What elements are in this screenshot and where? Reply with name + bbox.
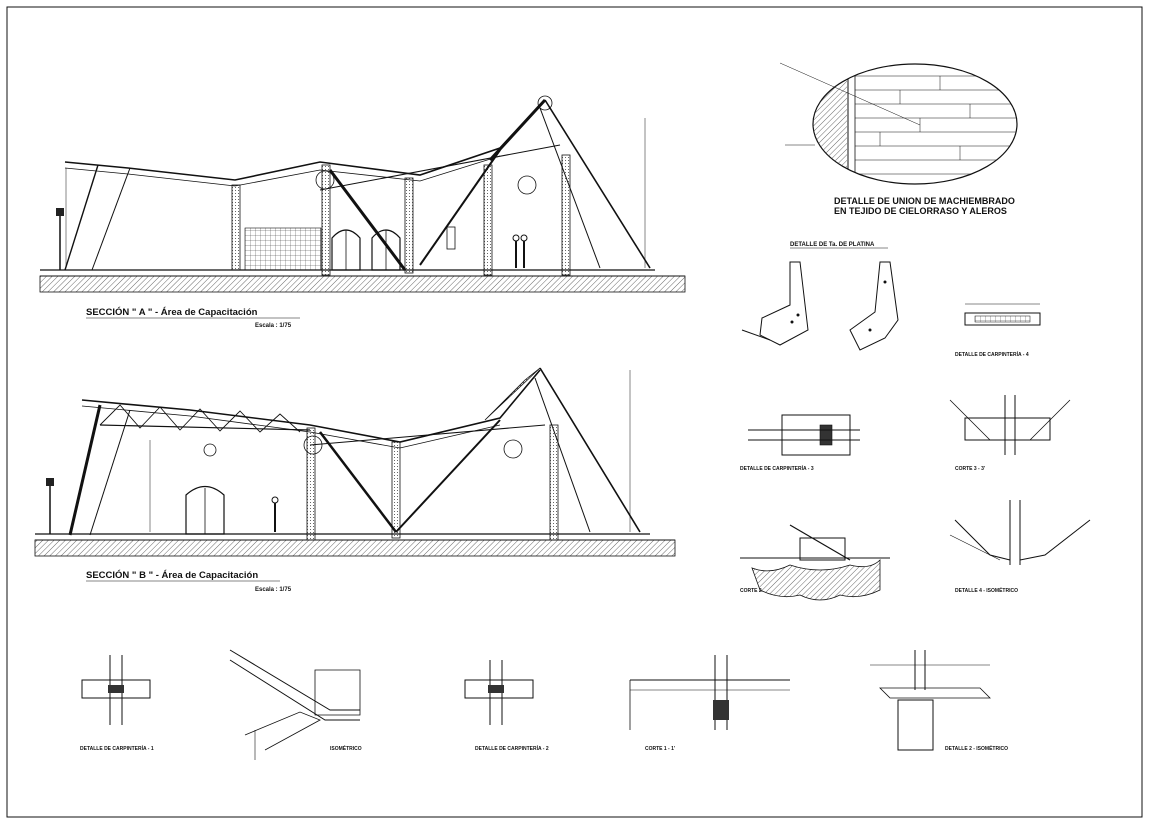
platina-drawings [741,261,899,351]
carpentry-3-detail [748,414,860,456]
section-3-detail [949,395,1071,455]
sheet-border [6,6,1143,818]
carpentry-2-title: DETALLE DE CARPINTERÍA - 2 [475,744,549,752]
isometric-detail [229,649,361,760]
isometric-4-detail [949,500,1091,565]
section-a-scale: Escala : 1/75 [255,323,292,329]
ceiling-detail-title-line1: DETALLE DE UNION DE MACHIEMBRADO [834,196,1015,206]
section-a-title: SECCIÓN " A " - Área de Capacitación [86,306,258,318]
carpentry-4-detail [964,303,1041,326]
section-2-detail [740,524,890,601]
section-1-title: CORTE 1 - 1' [645,746,675,752]
section-2-title: CORTE 2 [740,588,762,594]
ceiling-joint-detail [779,62,1018,185]
ceiling-detail-title-line2: EN TEJIDO DE CIELORRASO Y ALEROS [834,206,1007,216]
section-a-drawing [39,95,686,293]
section-b-title: SECCIÓN " B " - Área de Capacitación [86,569,258,581]
section-b-scale: Escala : 1/75 [255,587,292,593]
section-3-title: CORTE 3 - 3' [955,466,985,472]
isometric-2-title: DETALLE 2 - ISOMÉTRICO [945,744,1008,752]
section-b-drawing [34,367,676,557]
section-1-detail [629,655,790,730]
carpentry-1-title: DETALLE DE CARPINTERÍA - 1 [80,744,154,752]
isometric-2-detail [870,650,991,751]
carpentry-1-detail [81,655,151,725]
platina-detail-title: DETALLE DE Ta. DE PLATINA [790,242,875,248]
isometric-4-title: DETALLE 4 - ISOMÉTRICO [955,586,1018,594]
isometric-title: ISOMÉTRICO [330,744,362,752]
carpentry-3-title: DETALLE DE CARPINTERÍA - 3 [740,464,814,472]
carpentry-4-title: DETALLE DE CARPINTERÍA - 4 [955,350,1029,358]
carpentry-2-detail [464,660,534,725]
